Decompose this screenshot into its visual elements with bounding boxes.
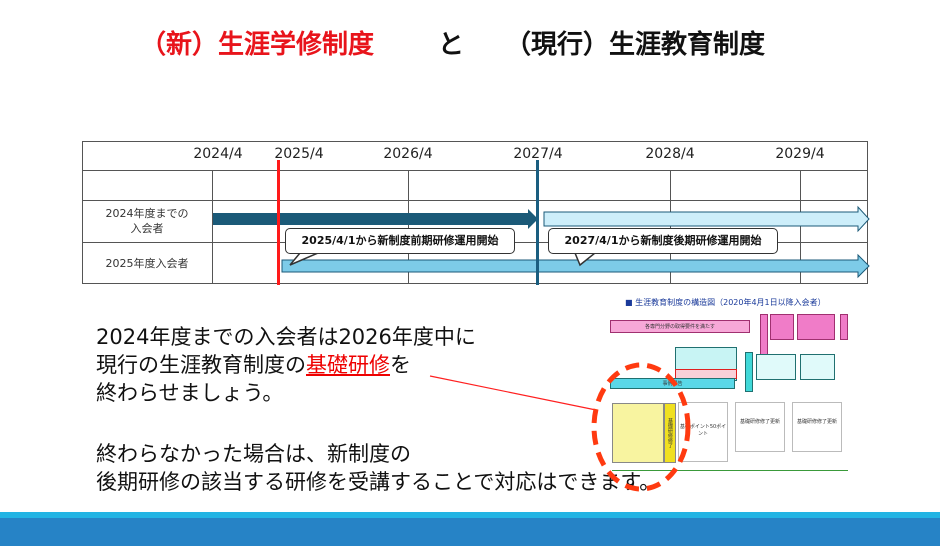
paragraph-1: 2024年度までの入会者は2026年度中に 現行の生涯教育制度の基礎研修を 終わ…: [96, 323, 476, 407]
diagram-box: [756, 354, 796, 380]
diagram-basic-done: 基礎研修修了: [664, 403, 676, 463]
footer-stripe: [0, 512, 940, 518]
year-label: 2026/4: [383, 146, 433, 162]
row-divider: [82, 200, 868, 201]
diagram-box: [800, 354, 835, 380]
p1-line2-end: を: [390, 353, 411, 377]
p2-line2: 後期研修の該当する研修を受講することで対応はできます。: [96, 470, 661, 494]
arrow-current-system: [213, 209, 538, 229]
arrow-later-2024: [543, 205, 870, 233]
year-label: 2025/4: [274, 146, 324, 162]
col-divider: [670, 170, 671, 284]
diagram-box: [770, 314, 794, 340]
diagram-box: [745, 352, 753, 392]
arrow-2025-members: [281, 253, 870, 279]
row-label-2024: 2024年度までの 入会者: [105, 207, 189, 235]
diagram-box: [797, 314, 835, 340]
red-line-2025: [277, 160, 280, 285]
diagram-renew-box: 基礎研修修了更新: [735, 402, 785, 452]
title-and: と: [438, 30, 465, 60]
p1-line2: 現行の生涯教育制度の基礎研修を: [96, 351, 476, 379]
basic-training-highlight: 基礎研修: [306, 353, 390, 377]
year-label: 2029/4: [775, 146, 825, 162]
col-divider: [212, 170, 213, 284]
title-current-system: （現行）生涯教育制度: [505, 30, 766, 60]
callout-early-training: 2025/4/1から新制度前期研修運用開始: [285, 228, 515, 254]
teal-line-2027: [536, 160, 539, 285]
footer-band: [0, 518, 940, 546]
diagram-points-box: 基礎ポイント50ポイント: [678, 402, 728, 462]
p1-line1: 2024年度までの入会者は2026年度中に: [96, 325, 476, 349]
col-divider: [800, 170, 801, 284]
p1-line2-text: 現行の生涯教育制度の: [96, 353, 306, 377]
p2-line1: 終わらなかった場合は、新制度の: [96, 442, 411, 466]
paragraph-2: 終わらなかった場合は、新制度の 後期研修の該当する研修を受講することで対応はでき…: [96, 440, 660, 496]
diagram-box: [840, 314, 848, 340]
pointer-line: [429, 375, 597, 411]
dashed-highlight-ellipse: [591, 362, 691, 492]
diagram-yellow-block: [612, 403, 664, 463]
title-new-system: （新）生涯学修制度: [140, 30, 375, 60]
diagram-renew-box: 基礎研修修了更新: [792, 402, 842, 452]
timeline-arrows: [213, 160, 870, 285]
p1-line3: 終わらせましょう。: [96, 381, 284, 405]
col-divider: [408, 170, 409, 284]
diagram-baseline: [612, 470, 848, 471]
row-divider: [82, 170, 868, 171]
diagram-title: ■ 生涯教育制度の構造図（2020年4月1日以降入会者）: [625, 298, 826, 307]
row-label-2025: 2025年度入会者: [105, 257, 189, 270]
diagram-top-bar: 各専門分野の取得要件を満たす: [610, 320, 750, 333]
table-border: [82, 141, 868, 284]
callout-late-training: 2027/4/1から新制度後期研修運用開始: [548, 228, 778, 254]
year-label: 2024/4: [193, 146, 243, 162]
year-label: 2027/4: [513, 146, 563, 162]
year-label: 2028/4: [645, 146, 695, 162]
